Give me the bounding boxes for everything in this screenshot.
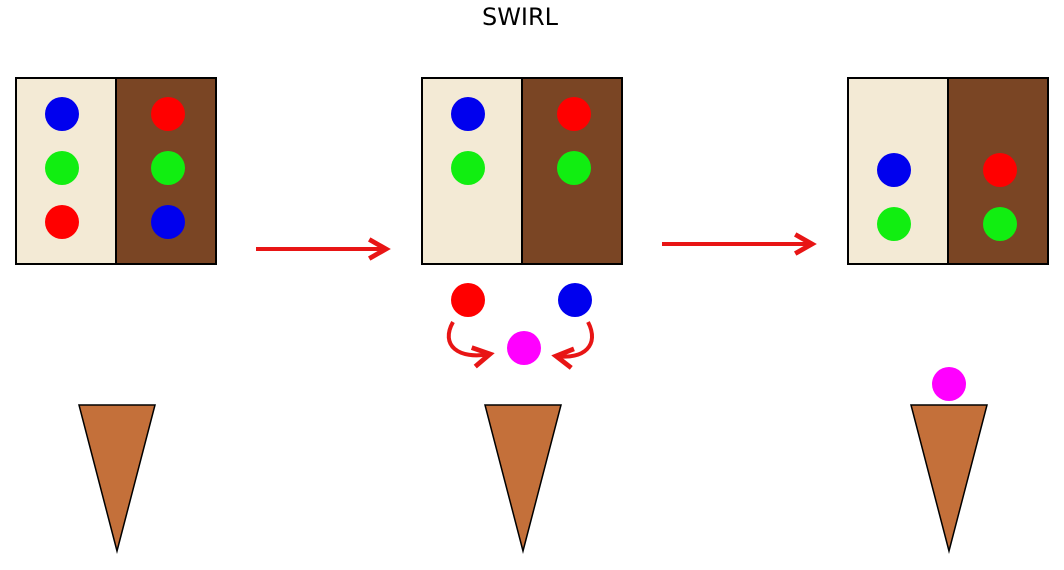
curved-arrow-right [551, 321, 595, 370]
cone-3 [910, 404, 988, 554]
curved-arrow-left [446, 321, 495, 369]
vanilla-scoop-red-1-3 [45, 205, 79, 239]
mix-input-blue [558, 283, 592, 317]
chocolate-scoop-red-2-1 [557, 97, 591, 131]
chocolate-scoop-green-3-2 [983, 207, 1017, 241]
chocolate-scoop-red-3-1 [983, 153, 1017, 187]
cone-scoop-swirl [932, 367, 966, 401]
vanilla-scoop-green-2-2 [451, 151, 485, 185]
vanilla-scoop-blue-1-1 [45, 97, 79, 131]
vanilla-scoop-blue-2-1 [451, 97, 485, 131]
mix-result-swirl [507, 331, 541, 365]
vanilla-scoop-green-3-2 [877, 207, 911, 241]
mix-input-red [451, 283, 485, 317]
vanilla-scoop-green-1-2 [45, 151, 79, 185]
chocolate-scoop-green-2-2 [557, 151, 591, 185]
cone-1 [78, 404, 156, 554]
chocolate-scoop-green-1-2 [151, 151, 185, 185]
chocolate-scoop-red-1-1 [151, 97, 185, 131]
chocolate-scoop-blue-1-3 [151, 205, 185, 239]
diagram-title: SWIRL [481, 3, 559, 31]
cone-2 [484, 404, 562, 554]
vanilla-scoop-blue-3-1 [877, 153, 911, 187]
